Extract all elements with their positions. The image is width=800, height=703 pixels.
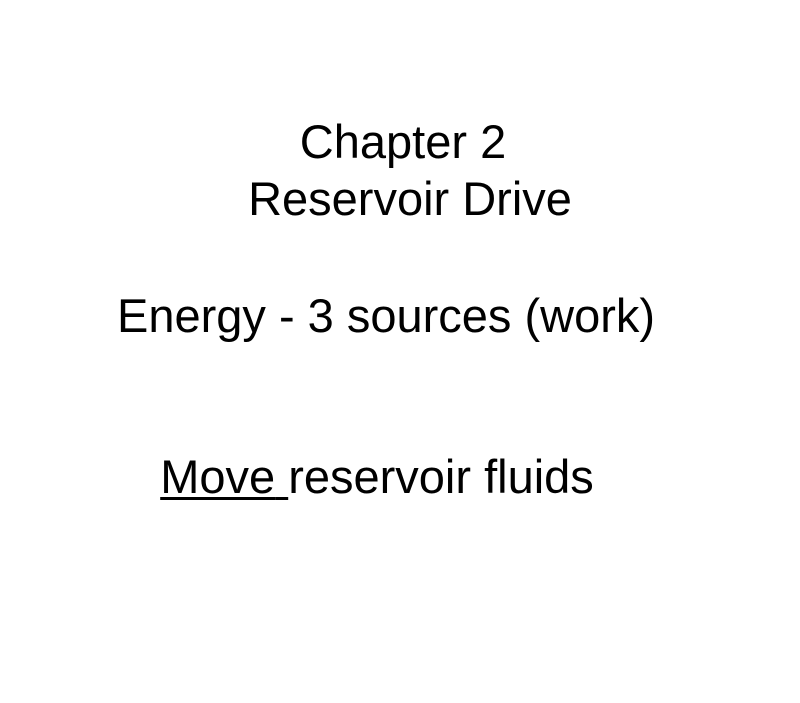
title-line-subject: Reservoir Drive bbox=[248, 172, 572, 225]
emphasis-word-move: Move bbox=[160, 450, 276, 503]
emphasis-trailing-space bbox=[275, 450, 288, 503]
body-text-reservoir-fluids: reservoir fluids bbox=[288, 450, 594, 503]
body-line-move-fluids: Move reservoir fluids bbox=[0, 448, 800, 505]
body-line-energy-sources: Energy - 3 sources (work) bbox=[116, 289, 656, 342]
title-line-chapter: Chapter 2 bbox=[299, 115, 507, 168]
slide-title: Chapter 2 Reservoir Drive bbox=[0, 113, 800, 227]
